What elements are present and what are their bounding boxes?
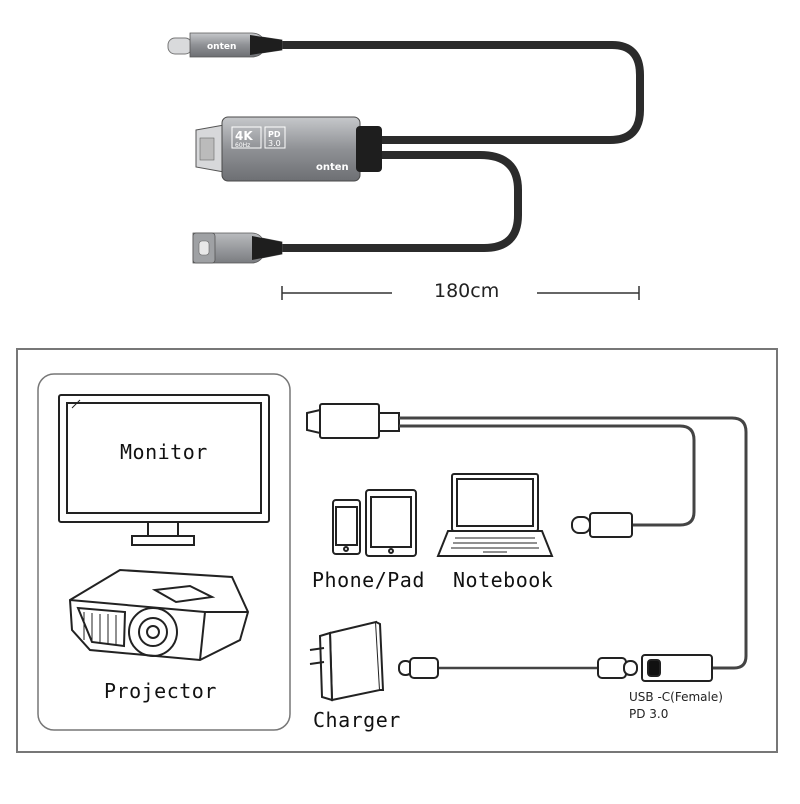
cable-bottom	[270, 151, 522, 252]
phone-pad-label: Phone/Pad	[312, 568, 425, 592]
notebook-label: Notebook	[453, 568, 554, 592]
pd-badge-top: PD	[268, 130, 281, 139]
usb-c-plug-icon: onten	[167, 32, 283, 58]
monitor-icon	[58, 394, 270, 546]
usb-c-female-diagram-icon	[641, 654, 713, 682]
display-panel	[37, 373, 291, 731]
charger-icon	[309, 620, 385, 702]
diagram-cables	[399, 416, 748, 670]
hdmi-connector-icon	[306, 403, 400, 439]
tablet-icon	[365, 489, 417, 557]
pd-badge-bottom: 3.0	[268, 139, 281, 148]
cable-top	[270, 41, 644, 144]
brand-label-housing: onten	[316, 162, 349, 173]
cable-product: onten 4K 60Hz PD 3.0 onten	[167, 32, 644, 300]
refresh-badge: 60Hz	[235, 142, 250, 149]
projector-icon	[68, 568, 250, 662]
monitor-label: Monitor	[120, 440, 208, 464]
brand-label-top: onten	[207, 42, 236, 52]
pd-spec-label: PD 3.0	[629, 707, 669, 721]
projector-label: Projector	[104, 679, 217, 703]
usb-c-female-icon	[192, 232, 283, 264]
hdmi-plug-icon: 4K 60Hz PD 3.0 onten	[195, 116, 382, 182]
length-indicator	[281, 286, 640, 300]
cable-length-label: 180cm	[434, 280, 500, 302]
resolution-badge: 4K	[235, 129, 253, 143]
charger-label: Charger	[313, 708, 401, 732]
usb-c-female-label: USB -C(Female)	[629, 690, 723, 704]
usb-c-male-diagram-icon	[571, 512, 633, 538]
laptop-icon	[436, 473, 554, 557]
phone-icon	[332, 499, 361, 555]
charger-cable-icon	[398, 657, 638, 679]
